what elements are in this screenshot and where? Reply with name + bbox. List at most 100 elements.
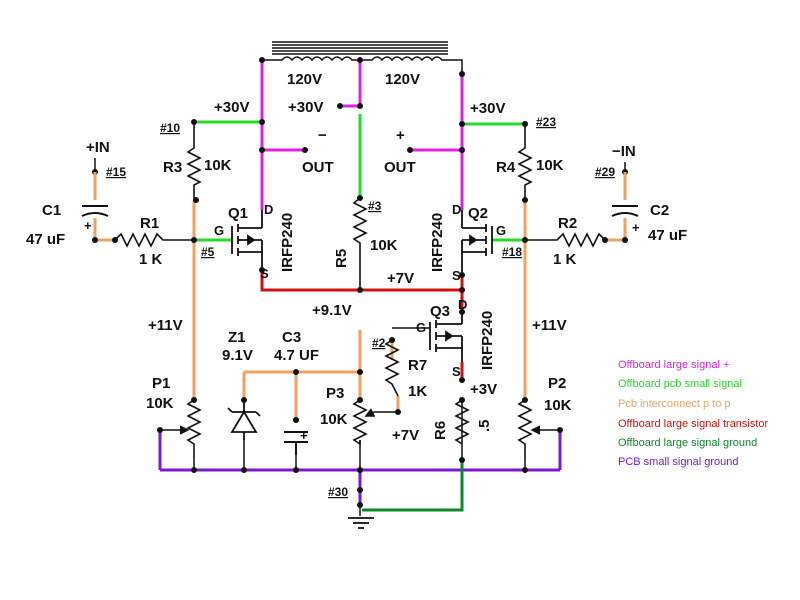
c1-name: C1	[42, 202, 61, 219]
legend-item-large-signal-ground: Offboard large signal ground	[618, 437, 757, 449]
node-3: #3	[368, 199, 382, 213]
rail-11v-right: +11V	[532, 317, 567, 334]
winding-right	[360, 56, 463, 74]
r2-name: R2	[558, 215, 577, 232]
input-neg-label: −IN	[612, 143, 636, 160]
rail-7v-p3: +7V	[392, 427, 419, 444]
node-23: #23	[536, 115, 556, 129]
rail-30v-mid: +30V	[288, 99, 323, 116]
q1-pin-g: G	[214, 223, 224, 238]
z1-value: 9.1V	[222, 347, 253, 364]
resistors	[114, 122, 606, 445]
q3-part: IRFP240	[479, 311, 496, 370]
input-pos-label: +IN	[86, 139, 110, 156]
junction-dots	[92, 57, 628, 508]
r4-name: R4	[496, 159, 516, 176]
q2-pin-d: D	[452, 202, 461, 217]
r1-value: 1 K	[139, 251, 163, 268]
rail-30v-left: +30V	[214, 99, 249, 116]
c2-value: 47 uF	[648, 227, 687, 244]
legend-item-pcb-interconnect: Pcb interconnect p to p	[618, 398, 731, 410]
rail-11v-left: +11V	[148, 317, 183, 334]
capacitors	[81, 205, 639, 455]
legend-item-large-signal-plus: Offboard large signal +	[618, 359, 729, 371]
rail-7v-mid: +7V	[387, 270, 414, 287]
potentiometers	[178, 399, 542, 458]
resistor-r6	[454, 399, 470, 445]
cap-c1-plate-b	[81, 212, 109, 217]
q1-pin-d: D	[264, 202, 273, 217]
transformer-core	[272, 41, 448, 55]
q2-part: IRFP240	[429, 213, 446, 272]
wires-pcb-small-signal	[194, 114, 525, 242]
legend: Offboard large signal + Offboard pcb sma…	[618, 359, 769, 468]
rail-3v-q3: +3V	[470, 381, 497, 398]
q3-pin-d: D	[458, 297, 467, 312]
resistor-r5	[352, 197, 368, 290]
winding-left-label: 120V	[287, 71, 322, 88]
q3-pin-s: S	[452, 364, 461, 379]
p1-name: P1	[152, 375, 170, 392]
rail-30v-right: +30V	[470, 100, 505, 117]
pot-p1	[186, 399, 202, 458]
c3-plus-mark: +	[300, 428, 308, 443]
q2-pin-s: S	[452, 268, 461, 283]
legend-item-large-signal-transistor: Offboard large signal transistor	[618, 418, 769, 430]
r2-value: 1 K	[553, 251, 577, 268]
r3-name: R3	[163, 159, 182, 176]
c3-name: C3	[282, 329, 301, 346]
q1-name: Q1	[228, 205, 248, 222]
z1-name: Z1	[228, 329, 246, 346]
p2-name: P2	[548, 375, 566, 392]
r7-name: R7	[408, 357, 427, 374]
resistor-r4	[517, 124, 533, 200]
q2-name: Q2	[468, 205, 488, 222]
p1-value: 10K	[146, 395, 174, 412]
node-5: #5	[201, 245, 215, 259]
wires-large-ground	[362, 460, 464, 512]
out-pos-sign: +	[396, 127, 405, 144]
r6-value: .5	[476, 419, 493, 432]
pot-p3	[352, 399, 368, 446]
c3-value: 4.7 UF	[274, 347, 319, 364]
mosfet-q2	[461, 210, 493, 275]
resistor-r2	[525, 232, 606, 248]
p3-name: P3	[326, 385, 344, 402]
r3-value: 10K	[204, 157, 232, 174]
r6-name: R6	[432, 421, 449, 440]
legend-item-pcb-small-signal: Offboard pcb small signal	[618, 378, 742, 390]
r5-value: 10K	[370, 237, 398, 254]
r4-value: 10K	[536, 157, 564, 174]
c2-plus-mark: +	[632, 220, 640, 235]
resistor-r1	[114, 232, 196, 248]
q1-part: IRFP240	[279, 213, 296, 272]
p2-value: 10K	[544, 397, 572, 414]
resistor-r3	[186, 122, 202, 200]
r5-name: R5	[333, 249, 350, 268]
zener-z1	[227, 400, 261, 440]
winding-right-label: 120V	[385, 71, 420, 88]
node-29: #29	[595, 165, 615, 179]
q3-name: Q3	[430, 303, 450, 320]
winding-left	[262, 56, 360, 62]
node-10: #10	[160, 121, 180, 135]
node-2: #2	[372, 336, 386, 350]
rail-9v1: +9.1V	[312, 302, 352, 319]
node-15: #15	[106, 165, 126, 179]
legend-item-pcb-ground: PCB small signal ground	[618, 456, 738, 468]
resistor-r7	[384, 339, 400, 397]
c1-plus-mark: +	[84, 218, 92, 233]
q2-pin-g: G	[496, 223, 506, 238]
q3-pin-g: G	[416, 320, 426, 335]
node-30: #30	[328, 485, 348, 499]
p3-value: 10K	[320, 411, 348, 428]
out-right-label: OUT	[384, 159, 416, 176]
out-left-label: OUT	[302, 159, 334, 176]
pot-p2	[517, 399, 533, 458]
c2-name: C2	[650, 202, 669, 219]
q1-pin-s: S	[260, 266, 269, 281]
transformer: 120V 120V	[262, 41, 463, 88]
cap-c2-plate-b	[611, 212, 639, 217]
